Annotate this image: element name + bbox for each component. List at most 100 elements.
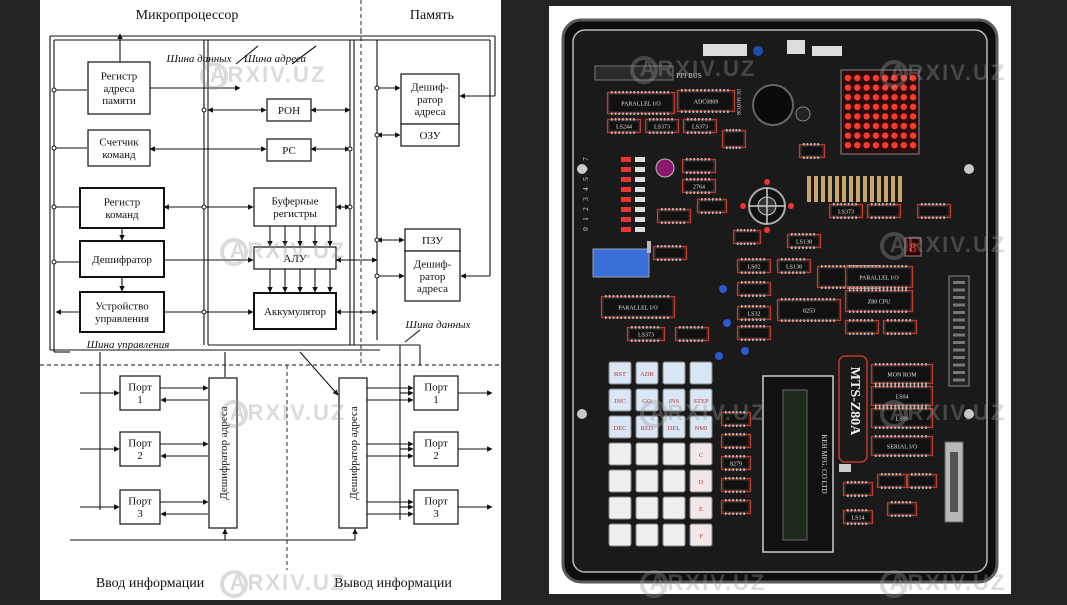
chip-ls244-1 — [608, 120, 640, 132]
key-label-4-3: D — [699, 479, 704, 486]
chip-small-14-pin-bot-0 — [849, 332, 851, 335]
chip-ls244-1-outline — [606, 118, 642, 134]
control-bus-label: Шина управления — [86, 339, 170, 351]
chip-small-6 — [800, 145, 824, 157]
chip-mon-rom-pin-top-4 — [890, 363, 893, 366]
chip-small-15-pin-top-2 — [894, 319, 897, 322]
chip-mon-rom-pin-bot-0 — [875, 382, 877, 385]
ram-address-decoder-block — [400, 73, 460, 125]
chip-ls32-outline — [736, 305, 772, 321]
chip-small-12-pin-top-4 — [755, 281, 758, 284]
chip-parallel-io-3-pin-top-4 — [864, 265, 866, 268]
matrix-led-3-2 — [863, 103, 870, 111]
chip-small-23-pin-bot-2 — [898, 514, 900, 517]
chip-small-22-pin-top-2 — [918, 473, 920, 476]
chip-parallel-io-3-pin-top-11 — [890, 265, 892, 268]
chip-small-3-outline — [681, 178, 717, 194]
chip-ls244-1-pin-bot-3 — [622, 131, 624, 134]
chip-small-9-pin-bot-3 — [747, 242, 749, 245]
chip-ls32-pin-top-2 — [748, 305, 751, 308]
bus-junction-4 — [201, 107, 207, 113]
right-connector-pin-7 — [953, 333, 965, 337]
chip-user-rom-pin-bot-7 — [902, 404, 904, 407]
chip-ls04-pin-top-1 — [850, 509, 853, 512]
chip-ls32-pin-top-1 — [744, 305, 747, 308]
matrix-led-2-4 — [882, 94, 889, 101]
chip-z80-cpu-pin-top-4 — [864, 289, 866, 292]
chip-mon-rom-pin-top-13 — [925, 363, 927, 366]
chip-parallel-io-1-pin-bot-0 — [611, 112, 613, 115]
chip-small-7 — [868, 205, 900, 217]
chip-small-7-pin-top-6 — [893, 203, 895, 206]
chip-small-10 — [654, 247, 686, 259]
chip-adc0809-pin-top-0 — [681, 89, 683, 92]
key-label-0-0: RST — [614, 371, 626, 378]
chip-small-3-pin-bot-6 — [708, 191, 710, 194]
dip-switch-top-1 — [703, 44, 747, 56]
matrix-led-5-7 — [909, 122, 917, 130]
matrix-led-7-2 — [863, 142, 870, 149]
chip-small-11-pin-top-1 — [682, 326, 685, 329]
chip-small-4-pin-bot-2 — [708, 211, 710, 214]
instruction-register-block-label-line-1: команд — [105, 209, 139, 221]
key-label-1-2: INS — [669, 398, 680, 405]
chip-z80-cpu-pin-bot-13 — [897, 310, 900, 313]
chip-small-22-pin-bot-4 — [925, 486, 928, 489]
chip-small-16-pin-top-3 — [736, 411, 738, 414]
matrix-led-7-7 — [909, 142, 917, 149]
chip-serial-io-pin-bot-11 — [917, 454, 920, 457]
chip-small-11-pin-bot-4 — [693, 339, 696, 342]
chip-parallel-io-2-pin-top-4 — [620, 295, 623, 298]
chip-ls373-3-pin-top-2 — [840, 203, 843, 206]
key-6-0 — [608, 523, 632, 547]
chip-small-17-pin-top-5 — [743, 433, 745, 436]
chip-ls138-pin-bot-3 — [802, 246, 804, 249]
chip-parallel-io-1-pin-bot-11 — [652, 112, 654, 115]
matrix-led-1-2 — [863, 84, 870, 91]
chip-mon-rom-pin-top-3 — [886, 363, 889, 366]
chip-small-1-pin-bot-2 — [732, 146, 734, 149]
chip-adc0809-pin-top-1 — [684, 89, 687, 92]
chip-small-5-pin-bot-0 — [661, 221, 663, 224]
chip-small-20-pin-bot-5 — [865, 494, 867, 497]
chip-small-17-pin-bot-0 — [725, 446, 727, 449]
chip-serial-io-pin-top-2 — [882, 435, 885, 438]
chip-z80-cpu-pin-top-14 — [901, 289, 904, 292]
chip-ls138-2-pin-top-3 — [792, 258, 794, 261]
stepper-led-1 — [788, 203, 794, 209]
chip-adc0809-pin-top-8 — [711, 89, 714, 92]
chip-ls373-4-pin-bot-4 — [646, 339, 648, 342]
chip-ls02-pin-top-5 — [759, 258, 762, 261]
chip-small-22-pin-bot-3 — [922, 486, 924, 489]
chip-8255-2-pin-top-3 — [832, 265, 834, 268]
chip-mon-rom-pin-bot-8 — [905, 382, 908, 385]
chip-small-1-pin-top-1 — [729, 129, 731, 132]
chip-ram-label: LS00 — [895, 417, 908, 423]
chip-small-18-pin-top-4 — [739, 477, 742, 480]
chip-small-22-pin-top-0 — [911, 473, 913, 476]
chip-mon-rom-pin-bot-10 — [913, 382, 916, 385]
chip-ram-pin-top-11 — [917, 407, 920, 410]
chip-user-rom-pin-bot-13 — [925, 404, 927, 407]
matrix-led-7-4 — [882, 142, 889, 149]
chip-small-7-pin-bot-4 — [885, 216, 888, 219]
chip-ls373-3-pin-bot-0 — [833, 216, 835, 219]
chip-parallel-io-1-pin-top-3 — [622, 91, 624, 94]
chip-small-23-pin-bot-0 — [891, 514, 893, 517]
chip-ls138-pin-top-6 — [813, 233, 815, 236]
chip-8253-pin-top-10 — [818, 298, 820, 301]
rom-address-decoder-block-label-line-1: ратор — [420, 271, 446, 283]
chip-ls244-1-pin-bot-0 — [611, 131, 613, 134]
chip-small-13-pin-top-6 — [763, 325, 765, 328]
chip-ls373-3-pin-bot-1 — [836, 216, 839, 219]
chip-small-11-outline — [674, 326, 710, 342]
chip-small-12-pin-top-2 — [748, 281, 751, 284]
chip-ls04-label: LS14 — [851, 516, 864, 522]
chip-small-8-pin-bot-2 — [928, 216, 931, 219]
blue-pot-1 — [723, 319, 731, 327]
chip-ls373-1-pin-bot-3 — [660, 131, 662, 134]
chip-ls373-3-pin-bot-4 — [847, 216, 850, 219]
chip-small-10-pin-bot-0 — [657, 258, 659, 261]
chip-ls373-4-pin-top-0 — [631, 326, 633, 329]
